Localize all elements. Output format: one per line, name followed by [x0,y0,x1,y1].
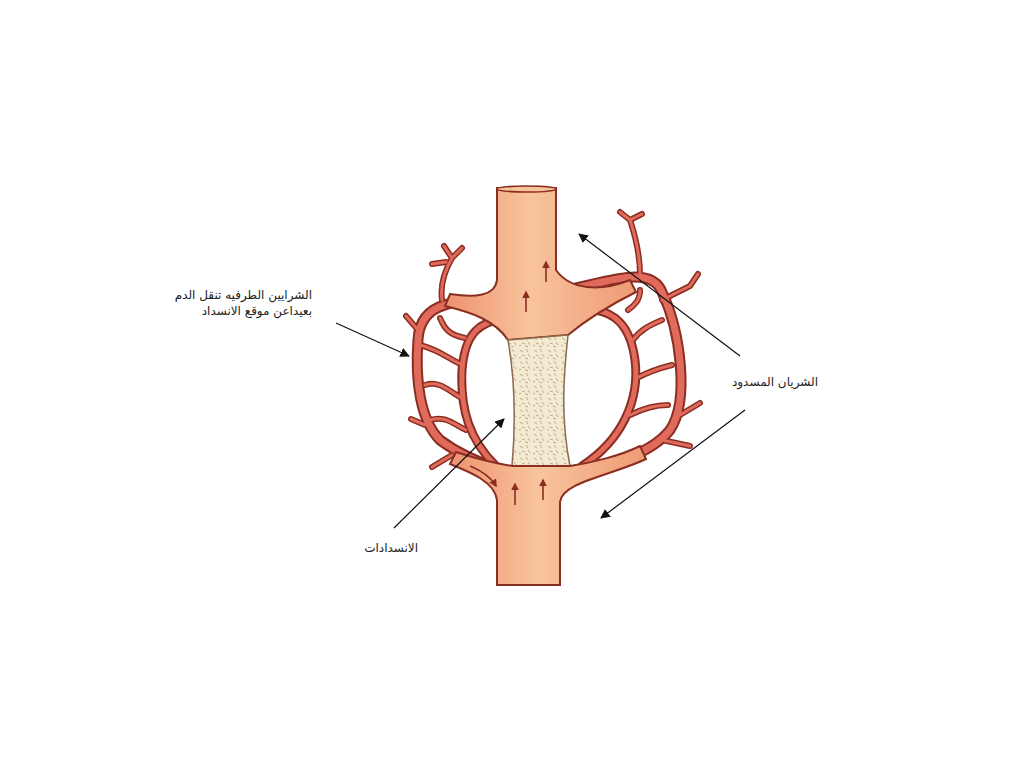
artery-upper [445,188,636,340]
callout-label: الشريان المسدود [732,374,818,390]
artery-lower [450,446,646,585]
leader-lines [336,234,745,528]
flow-arrows [470,262,546,505]
blockage-plaque [508,335,570,466]
callout-label: الانسدادات [364,540,418,556]
artery-opening [497,186,556,192]
callout-label: الشرايين الطرفيه تنقل الدم بعيداعن موقع … [152,287,312,319]
